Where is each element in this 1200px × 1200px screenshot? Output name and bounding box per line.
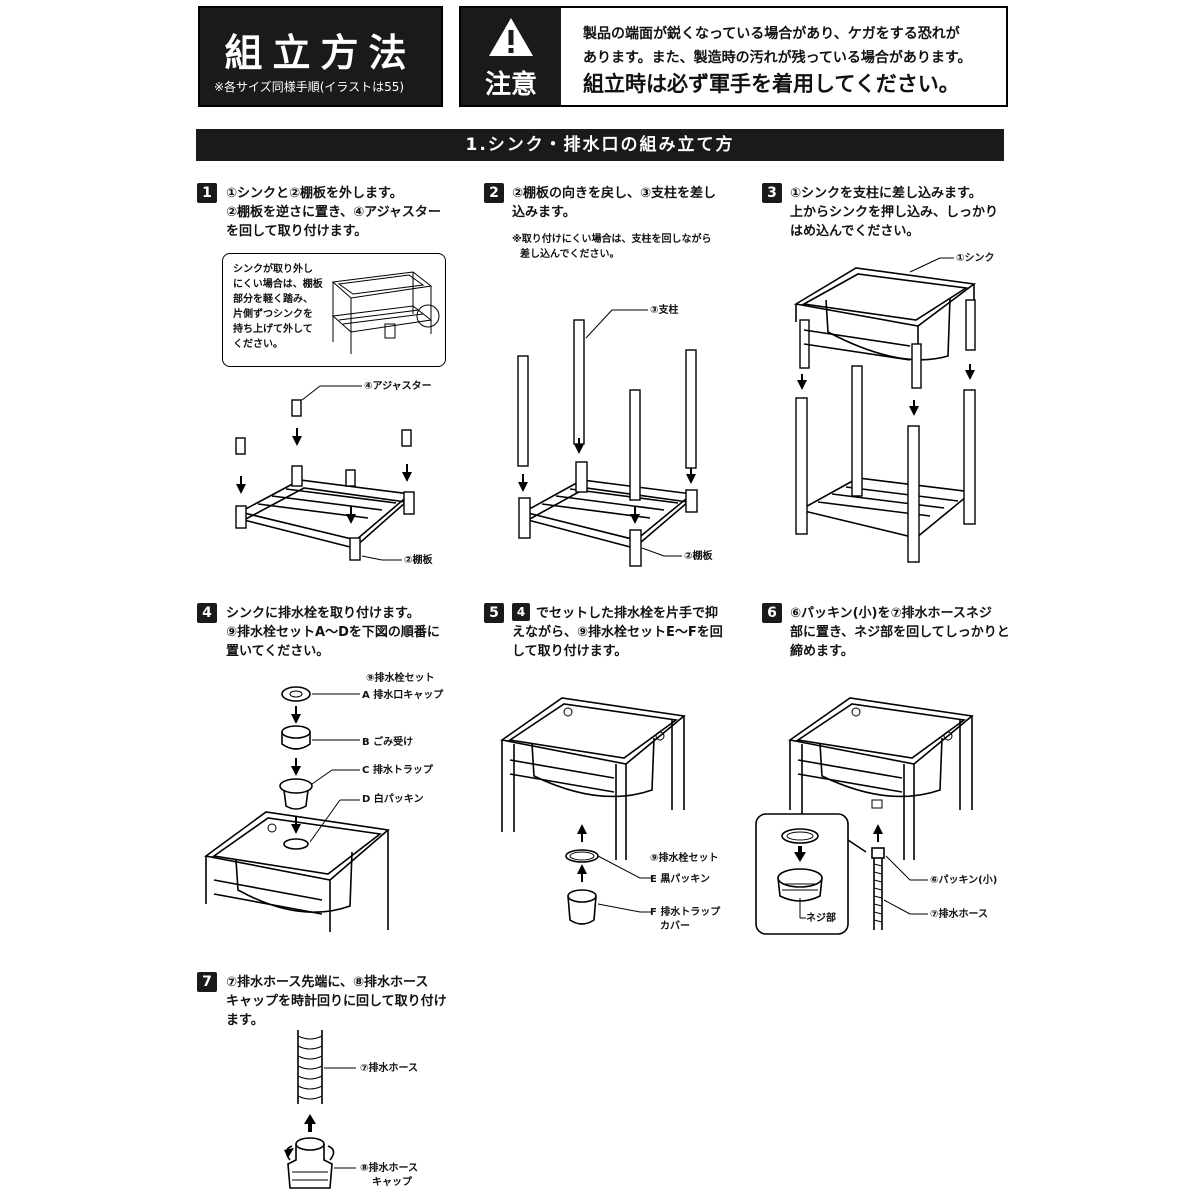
caution-box: 注意 製品の端面が鋭くなっている場合があり、ケガをする恐れが あります。また、製… xyxy=(459,6,1008,107)
step-2-line: ②棚板の向きを戻し、③支柱を差し xyxy=(512,186,717,201)
label-f: F 排水トラップ xyxy=(650,907,721,918)
caution-line-3: 組立時は必ず軍手を着用してください。 xyxy=(583,72,960,96)
section-title: 1.シンク・排水口の組み立て方 xyxy=(196,129,1004,161)
warning-icon xyxy=(489,18,533,56)
step-5-text-cont: えながら、⑨排水栓セットE〜Fを回 して取り付けます。 xyxy=(512,623,723,661)
step-1-line: ①シンクと②棚板を外します。 xyxy=(226,186,403,201)
label-d: D 白パッキン xyxy=(362,794,424,805)
caution-line-2: あります。また、製造時の汚れが残っている場合があります。 xyxy=(583,50,972,66)
step-7-line: ます。 xyxy=(226,1013,264,1028)
step-2-note: ※取り付けにくい場合は、支柱を回しながら 差し込んでください。 xyxy=(512,232,712,262)
step-5-line: して取り付けます。 xyxy=(512,644,628,659)
step-1-text: ①シンクと②棚板を外します。 ②棚板を逆さに置き、④アジャスター を回して取り付… xyxy=(226,184,441,241)
step-4-line: 置いてください。 xyxy=(226,644,330,659)
step-4-line: ⑨排水栓セットA〜Dを下図の順番に xyxy=(226,625,440,640)
step-5-line: でセットした排水栓を片手で抑 xyxy=(536,606,719,621)
step-7-line: キャップを時計回りに回して取り付け xyxy=(226,994,447,1009)
step-1-line: ②棚板を逆さに置き、④アジャスター xyxy=(226,205,441,220)
mini-sink-illustration xyxy=(331,271,440,354)
step-7-text: ⑦排水ホース先端に、⑧排水ホース キャップを時計回りに回して取り付け ます。 xyxy=(226,973,447,1030)
inset-text: シンクが取り外し にくい場合は、棚板 部分を軽く踏み、 片側ずつシンクを 持ち上… xyxy=(233,262,323,352)
page-title: 組立方法 xyxy=(224,31,417,75)
label-set-4: ⑨排水栓セット xyxy=(366,673,435,684)
label-shelf-1: ②棚板 xyxy=(404,555,433,566)
step-6-line: 部に置き、ネジ部を回してしっかりと xyxy=(790,625,1010,640)
page-subtitle: ※各サイズ同様手順(イラストは55) xyxy=(214,80,405,94)
step-1-inset: シンクが取り外し にくい場合は、棚板 部分を軽く踏み、 片側ずつシンクを 持ち上… xyxy=(222,253,446,367)
step-3-text: ①シンクを支柱に差し込みます。 上からシンクを押し込み、しっかり はめ込んでくだ… xyxy=(790,184,998,241)
label-post: ③支柱 xyxy=(650,305,679,316)
caution-label: 注意 xyxy=(484,70,537,100)
inset-line: ください。 xyxy=(233,339,283,350)
label-shelf-2: ②棚板 xyxy=(684,551,713,562)
step-7-line: ⑦排水ホース先端に、⑧排水ホース xyxy=(226,975,429,990)
label-packing: ⑥パッキン(小) xyxy=(930,875,998,886)
step-6-text: ⑥パッキン(小)を⑦排水ホースネジ 部に置き、ネジ部を回してしっかりと 締めます… xyxy=(790,604,1010,661)
label-adjuster: ④アジャスター xyxy=(364,381,432,392)
label-cap: ⑧排水ホース xyxy=(360,1163,418,1174)
step-3-line: 上からシンクを押し込み、しっかり xyxy=(790,205,999,220)
step-6-line: ⑥パッキン(小)を⑦排水ホースネジ xyxy=(790,606,992,621)
note-line: 差し込んでください。 xyxy=(520,249,620,260)
title-box: 組立方法 ※各サイズ同様手順(イラストは55) xyxy=(198,6,443,107)
step-6-number: 6 xyxy=(762,603,782,623)
caution-text: 製品の端面が鋭くなっている場合があり、ケガをする恐れが あります。また、製造時の… xyxy=(583,22,972,98)
step-1-line: を回して取り付けます。 xyxy=(226,224,368,239)
label-c: C 排水トラップ xyxy=(362,765,433,776)
label-b: B ごみ受け xyxy=(362,737,414,748)
inset-line: 持ち上げて外して xyxy=(233,324,313,335)
label-f-cont: カバー xyxy=(660,921,690,932)
label-hose-7: ⑦排水ホース xyxy=(360,1063,418,1074)
step-5-ref-number: 4 xyxy=(512,603,530,621)
inset-line: にくい場合は、棚板 xyxy=(233,279,323,290)
inset-line: 片側ずつシンクを xyxy=(233,309,313,320)
caution-line-1: 製品の端面が鋭くなっている場合があり、ケガをする恐れが xyxy=(583,26,960,42)
step-4-number: 4 xyxy=(197,603,217,623)
step-2-number: 2 xyxy=(484,183,504,203)
note-line: ※取り付けにくい場合は、支柱を回しながら xyxy=(512,234,712,245)
label-hose-6: ⑦排水ホース xyxy=(930,909,988,920)
step-4-line: シンクに排水栓を取り付けます。 xyxy=(226,606,420,621)
step-7-number: 7 xyxy=(197,972,217,992)
step-3-line: はめ込んでください。 xyxy=(790,224,920,239)
step-6-line: 締めます。 xyxy=(790,644,854,659)
step-5-number: 5 xyxy=(484,603,504,623)
step-3-number: 3 xyxy=(762,183,782,203)
inset-line: シンクが取り外し xyxy=(233,264,313,275)
step-5-text: でセットした排水栓を片手で抑 xyxy=(536,604,718,623)
step-5-line: えながら、⑨排水栓セットE〜Fを回 xyxy=(512,625,723,640)
label-e: E 黒パッキン xyxy=(650,874,711,885)
label-set-5: ⑨排水栓セット xyxy=(650,853,719,864)
label-neji: ネジ部 xyxy=(806,913,836,924)
label-a: A 排水口キャップ xyxy=(362,690,444,701)
step-2-text: ②棚板の向きを戻し、③支柱を差し 込みます。 xyxy=(512,184,716,222)
label-sink: ①シンク xyxy=(956,253,995,264)
step-2-line: 込みます。 xyxy=(512,205,576,220)
caution-panel: 注意 xyxy=(461,8,561,105)
step-3-line: ①シンクを支柱に差し込みます。 xyxy=(790,186,982,201)
label-cap-cont: キャップ xyxy=(372,1177,412,1188)
inset-line: 部分を軽く踏み、 xyxy=(233,294,313,305)
step-4-text: シンクに排水栓を取り付けます。 ⑨排水栓セットA〜Dを下図の順番に 置いてくださ… xyxy=(226,604,440,661)
step-1-number: 1 xyxy=(197,183,217,203)
